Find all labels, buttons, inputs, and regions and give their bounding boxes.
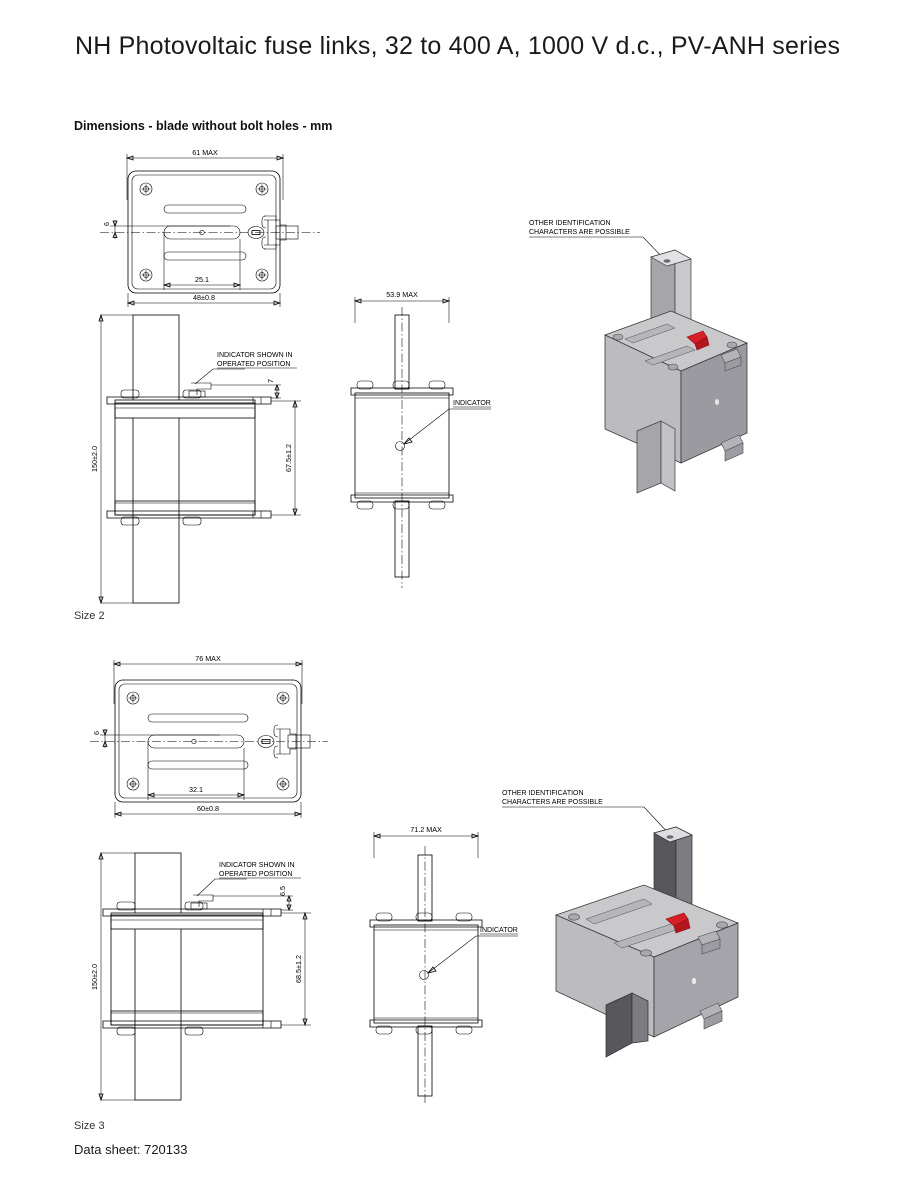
size3-body-height-dim: 68.5±1.2 — [294, 955, 303, 983]
size2-3d-render: OTHER IDENTIFICATION CHARACTERS ARE POSS… — [525, 215, 785, 505]
section-title: Dimensions - blade without bolt holes - … — [74, 119, 333, 133]
size3-indicator-height-dim: 6.5 — [278, 886, 287, 896]
size2-side-view-drawing: 53.9 MAX INDIC — [345, 283, 545, 613]
size2-front-view-drawing: 150±2.0 — [85, 305, 355, 615]
size3-other-id-line1: OTHER IDENTIFICATION — [502, 790, 584, 797]
size3-body-width-dim: 60±0.8 — [197, 804, 219, 813]
size3-inner-width-dim: 32.1 — [189, 785, 203, 794]
size2-other-id-line2: CHARACTERS ARE POSSIBLE — [529, 229, 630, 236]
size3-depth-dim: 71.2 MAX — [410, 825, 442, 834]
size3-total-height-dim: 150±2.0 — [90, 964, 99, 990]
size3-front-view-drawing: 150±2.0 INDICATOR SHOWN IN OPERATED POSI… — [85, 845, 355, 1110]
size2-inner-width-dim: 25.1 — [195, 275, 209, 284]
size3-top-width-dim: 76 MAX — [195, 654, 221, 663]
size3-side-view-drawing: 71.2 MAX INDICATOR — [358, 818, 558, 1108]
size3-indicator-callout-line1: INDICATOR SHOWN IN — [219, 862, 295, 869]
size2-blade-thickness-dim: 6 — [102, 222, 111, 226]
size3-indicator-label: INDICATOR — [480, 927, 518, 934]
page-title: NH Photovoltaic fuse links, 32 to 400 A,… — [75, 32, 841, 60]
size3-blade-thickness-dim: 6 — [92, 731, 101, 735]
size2-label: Size 2 — [74, 610, 105, 622]
size2-total-height-dim: 150±2.0 — [90, 446, 99, 472]
size2-top-width-dim: 61 MAX — [192, 148, 218, 157]
size3-other-id-line2: CHARACTERS ARE POSSIBLE — [502, 799, 603, 806]
size2-indicator-callout-line1: INDICATOR SHOWN IN — [217, 352, 293, 359]
size2-depth-dim: 53.9 MAX — [386, 290, 418, 299]
size3-3d-render: OTHER IDENTIFICATION CHARACTERS ARE POSS… — [498, 785, 768, 1075]
size2-indicator-label: INDICATOR — [453, 400, 491, 407]
size3-label: Size 3 — [74, 1120, 105, 1132]
size2-indicator-callout-line2: OPERATED POSITION — [217, 361, 290, 368]
size2-top-view-drawing: 61 MAX — [80, 142, 370, 312]
size2-body-width-dim: 48±0.8 — [193, 293, 215, 302]
data-sheet-number: Data sheet: 720133 — [74, 1142, 188, 1157]
size2-body-height-dim: 67.5±1.2 — [284, 444, 293, 472]
size3-indicator-callout-line2: OPERATED POSITION — [219, 871, 292, 878]
size2-other-id-line1: OTHER IDENTIFICATION — [529, 220, 611, 227]
size3-top-view-drawing: 76 MAX — [80, 648, 370, 823]
size2-indicator-height-dim: 7 — [266, 379, 275, 383]
